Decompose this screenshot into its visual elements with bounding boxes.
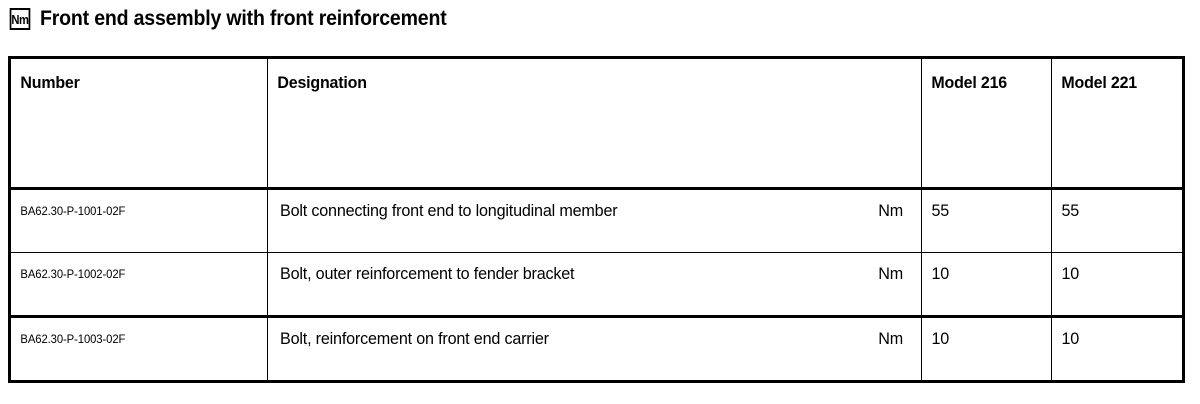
cell-model-221: 10 (1051, 252, 1185, 318)
document-header: Nm Front end assembly with front reinfor… (8, 6, 477, 32)
table-row: BA62.30-P-1003-02F Bolt, reinforcement o… (8, 316, 1185, 383)
cell-number: BA62.30-P-1002-02F (8, 252, 268, 318)
cell-model-221: 10 (1051, 316, 1185, 383)
cell-designation: Bolt, outer reinforcement to fender brac… (267, 252, 922, 318)
column-header-model-216-label: Model 216 (931, 73, 1007, 92)
cell-designation: Bolt connecting front end to longitudina… (267, 188, 922, 253)
designation-text: Bolt connecting front end to longitudina… (280, 201, 618, 220)
column-header-model-221: Model 221 (1051, 56, 1185, 190)
torque-value-216: 10 (931, 329, 950, 348)
cell-number: BA62.30-P-1003-02F (8, 316, 268, 383)
column-header-designation-label: Designation (277, 73, 367, 92)
unit-label: Nm (878, 264, 903, 283)
torque-unit-icon: Nm (9, 8, 31, 30)
torque-value-221: 55 (1061, 201, 1080, 220)
page-title: Front end assembly with front reinforcem… (40, 7, 447, 30)
table-header-row: Number Designation Model 216 Model 221 (8, 56, 1185, 190)
part-number: BA62.30-P-1003-02F (20, 332, 126, 346)
column-header-number-label: Number (20, 73, 80, 92)
cell-designation: Bolt, reinforcement on front end carrier… (267, 316, 922, 383)
cell-model-216: 10 (921, 252, 1052, 318)
designation-text: Bolt, reinforcement on front end carrier (280, 329, 549, 348)
designation-text: Bolt, outer reinforcement to fender brac… (280, 264, 575, 283)
unit-label: Nm (878, 201, 903, 220)
column-header-model-216: Model 216 (921, 56, 1052, 190)
cell-model-216: 10 (921, 316, 1052, 383)
torque-spec-table: Number Designation Model 216 Model 221 B… (8, 56, 1185, 383)
column-header-model-221-label: Model 221 (1061, 73, 1137, 92)
part-number: BA62.30-P-1001-02F (20, 204, 126, 218)
part-number: BA62.30-P-1002-02F (20, 267, 126, 281)
cell-model-216: 55 (921, 188, 1052, 253)
torque-value-216: 10 (931, 264, 950, 283)
column-header-designation: Designation (267, 56, 922, 190)
torque-value-216: 55 (931, 201, 950, 220)
torque-value-221: 10 (1061, 264, 1080, 283)
column-header-number: Number (8, 56, 268, 190)
unit-label: Nm (878, 329, 903, 348)
torque-value-221: 10 (1061, 329, 1080, 348)
cell-model-221: 55 (1051, 188, 1185, 253)
cell-number: BA62.30-P-1001-02F (8, 188, 268, 253)
table-row: BA62.30-P-1001-02F Bolt connecting front… (8, 188, 1185, 253)
table-row: BA62.30-P-1002-02F Bolt, outer reinforce… (8, 252, 1185, 318)
